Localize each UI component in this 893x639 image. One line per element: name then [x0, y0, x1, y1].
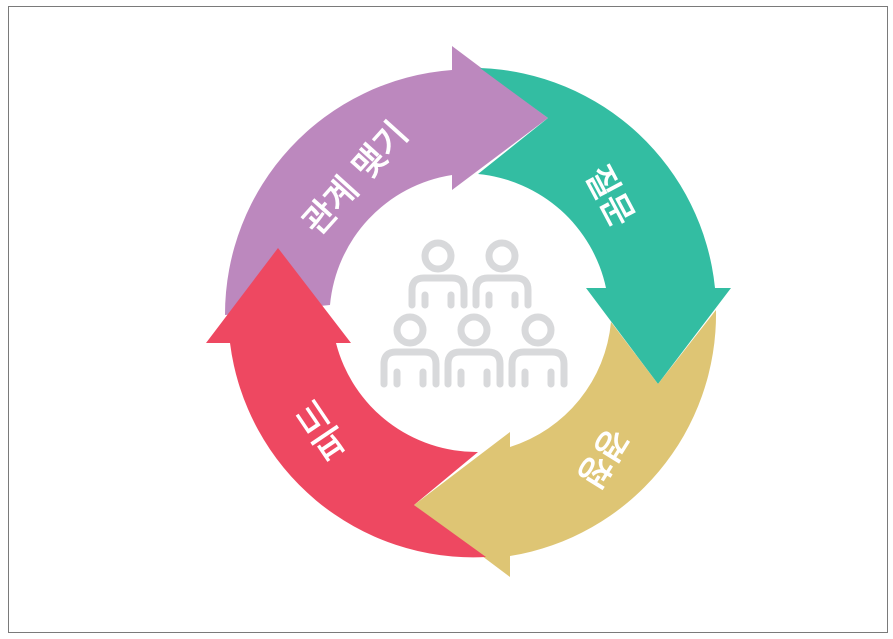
segment-question-shape [478, 68, 731, 384]
segment-listening-shape [414, 310, 717, 577]
segment-relationship-shape [224, 46, 549, 315]
segment-question: 질문 [478, 68, 731, 384]
segment-feedback-shape [206, 248, 486, 558]
segment-relationship: 관계 맺기 [224, 46, 549, 315]
segment-feedback: 피드 [206, 248, 486, 558]
people-group-icon [380, 239, 568, 388]
segment-listening: 경청 [414, 310, 717, 577]
